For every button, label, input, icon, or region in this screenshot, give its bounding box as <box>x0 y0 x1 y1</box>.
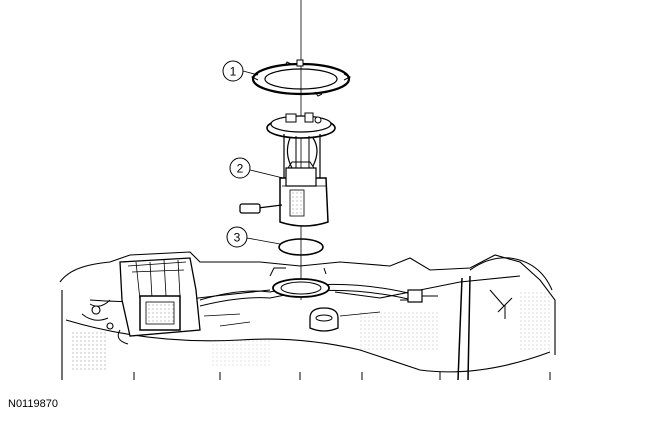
fuel-tank <box>59 251 556 381</box>
callout-1: 1 <box>222 60 259 82</box>
callout-2: 2 <box>229 157 284 179</box>
callout-3: 3 <box>226 226 281 248</box>
callout-3-label: 3 <box>234 231 241 245</box>
callout-1-label: 1 <box>230 65 237 79</box>
lock-ring <box>250 59 352 97</box>
figure-id: N0119870 <box>8 398 58 410</box>
callout-2-label: 2 <box>237 162 244 176</box>
module-seal <box>278 238 324 256</box>
fuel-pump-module <box>239 112 336 227</box>
